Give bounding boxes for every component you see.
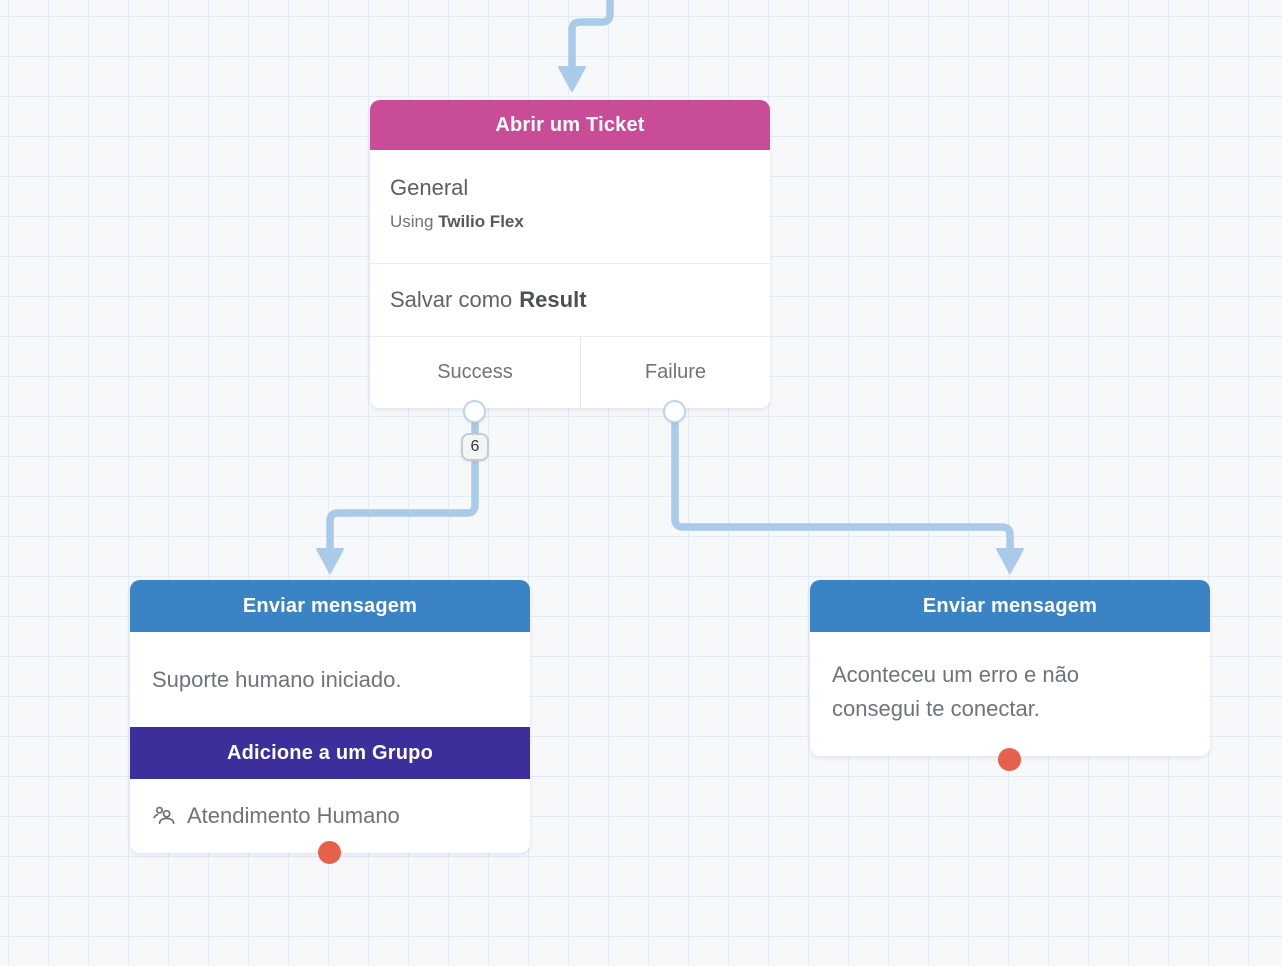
arrowhead-icon <box>996 548 1024 574</box>
ticket-exits-row: Success Failure <box>370 337 770 408</box>
ticket-service: Twilio Flex <box>438 212 524 231</box>
save-prefix: Salvar como <box>390 287 513 312</box>
node-open-ticket[interactable]: Abrir um Ticket General Using Twilio Fle… <box>370 100 770 408</box>
connection-count: 6 <box>470 438 480 455</box>
action-title: Adicione a um Grupo <box>226 741 434 764</box>
message-text-section[interactable]: Suporte humano iniciado. <box>130 632 530 727</box>
node-title: Enviar mensagem <box>242 594 418 617</box>
users-icon <box>153 806 175 825</box>
exit-port-failure[interactable] <box>663 400 686 423</box>
connector-success <box>316 410 479 574</box>
exit-success[interactable]: Success <box>437 361 513 383</box>
node-send-message-left[interactable]: Enviar mensagem Suporte humano iniciado.… <box>130 580 530 853</box>
terminal-port-right[interactable] <box>998 748 1021 771</box>
node-send-message-right-header[interactable]: Enviar mensagem <box>810 580 1210 632</box>
message-text-section[interactable]: Aconteceu um erro e não consegui te cone… <box>810 632 1174 756</box>
node-send-message-right[interactable]: Enviar mensagem Aconteceu um erro e não … <box>810 580 1210 756</box>
message-text: Suporte humano iniciado. <box>152 666 402 692</box>
node-send-message-left-header[interactable]: Enviar mensagem <box>130 580 530 632</box>
terminal-port-left[interactable] <box>318 841 341 864</box>
arrowhead-icon <box>316 548 344 574</box>
add-to-group-header[interactable]: Adicione a um Grupo <box>130 727 530 779</box>
arrowhead-icon <box>558 66 586 92</box>
connector-incoming <box>558 0 614 92</box>
ticket-using-line: Using Twilio Flex <box>390 211 750 233</box>
node-open-ticket-header[interactable]: Abrir um Ticket <box>370 100 770 150</box>
ticket-subject: General <box>390 175 469 200</box>
node-title: Abrir um Ticket <box>495 113 645 136</box>
connection-count-badge: 6 <box>461 433 489 461</box>
node-title: Enviar mensagem <box>922 594 1098 617</box>
save-result-name: Result <box>519 287 587 312</box>
exit-failure[interactable]: Failure <box>580 337 770 408</box>
connector-failure <box>671 410 1024 574</box>
group-name: Atendimento Humano <box>187 803 400 828</box>
message-text: Aconteceu um erro e não consegui te cone… <box>832 662 1080 721</box>
exit-port-success[interactable] <box>463 400 486 423</box>
using-prefix: Using <box>390 212 439 231</box>
ticket-details-section[interactable]: General Using Twilio Flex <box>370 150 770 264</box>
group-row[interactable]: Atendimento Humano <box>130 779 530 853</box>
